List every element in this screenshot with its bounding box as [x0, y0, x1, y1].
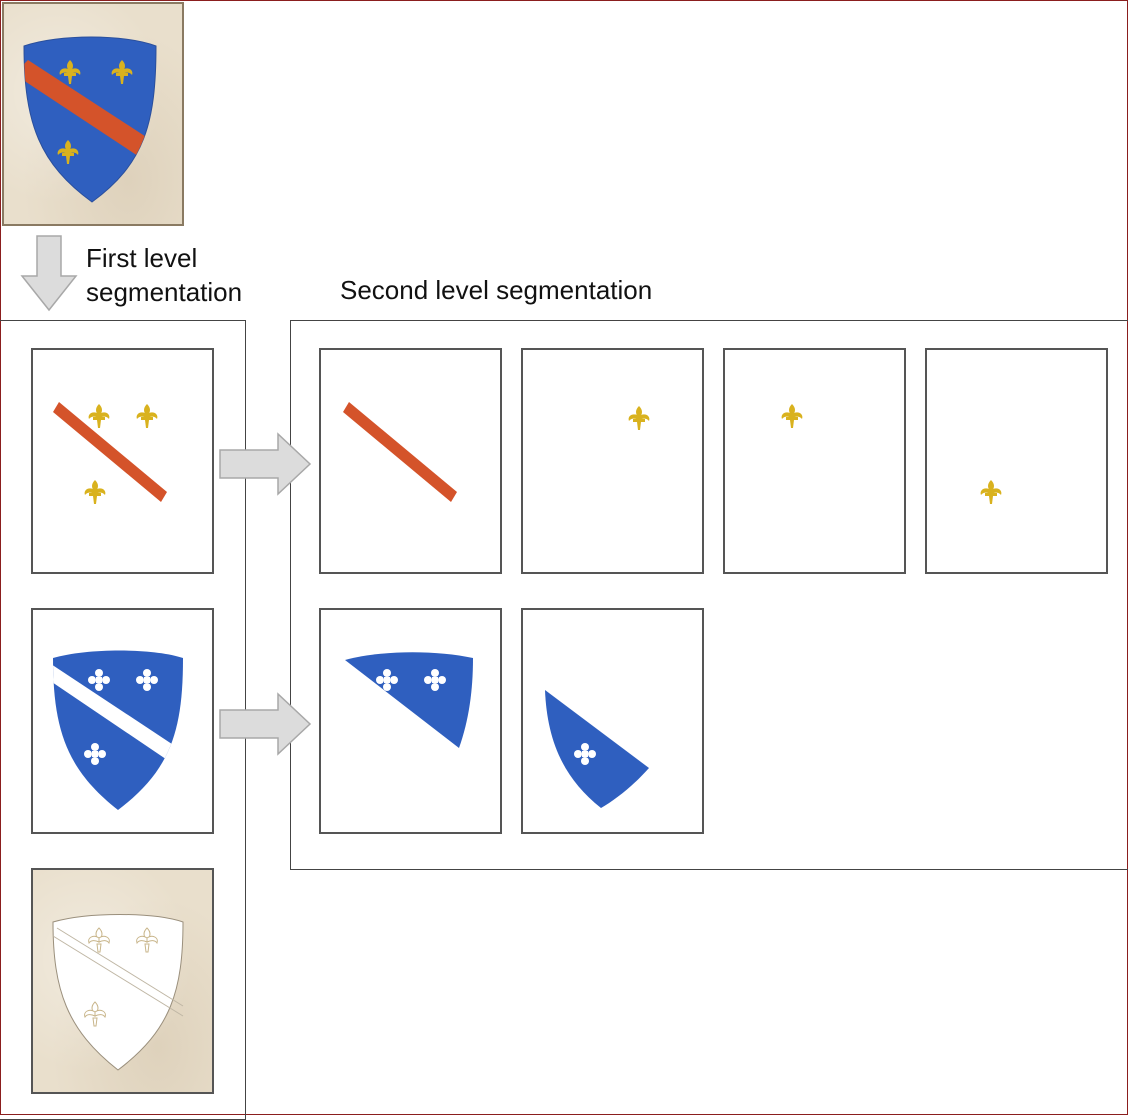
- segment-azure-upper: [319, 608, 502, 834]
- segment-fleur-2: [723, 348, 906, 574]
- down-arrow-icon: [20, 235, 78, 312]
- azure-lower-shape: [545, 690, 649, 808]
- segment-azure-field: [31, 608, 214, 834]
- second-level-panel: [290, 320, 1128, 870]
- right-arrow-icon: [219, 432, 312, 496]
- fleur-de-lis-icon: [628, 406, 650, 430]
- segment-fleur-1: [521, 348, 704, 574]
- segment-bend: [319, 348, 502, 574]
- coat-of-arms-icon: [23, 36, 157, 203]
- fleur-de-lis-icon: [88, 404, 110, 428]
- bend-shape: [53, 402, 167, 502]
- segment-fleur-3: [925, 348, 1108, 574]
- azure-upper-shape: [345, 652, 473, 748]
- first-level-label-line2: segmentation: [86, 277, 243, 307]
- right-arrow-icon: [219, 692, 312, 756]
- fleur-de-lis-icon: [781, 404, 803, 428]
- fleur-de-lis-icon: [980, 480, 1002, 504]
- segment-bend-and-fleurs: [31, 348, 214, 574]
- original-coat-of-arms: [2, 2, 184, 226]
- second-level-label: Second level segmentation: [340, 275, 653, 305]
- first-level-label-line1: First level: [86, 243, 198, 273]
- fleur-de-lis-icon: [136, 404, 158, 428]
- fleur-de-lis-icon: [84, 480, 106, 504]
- bend-shape: [343, 402, 457, 502]
- segment-background: [31, 868, 214, 1094]
- segment-azure-lower: [521, 608, 704, 834]
